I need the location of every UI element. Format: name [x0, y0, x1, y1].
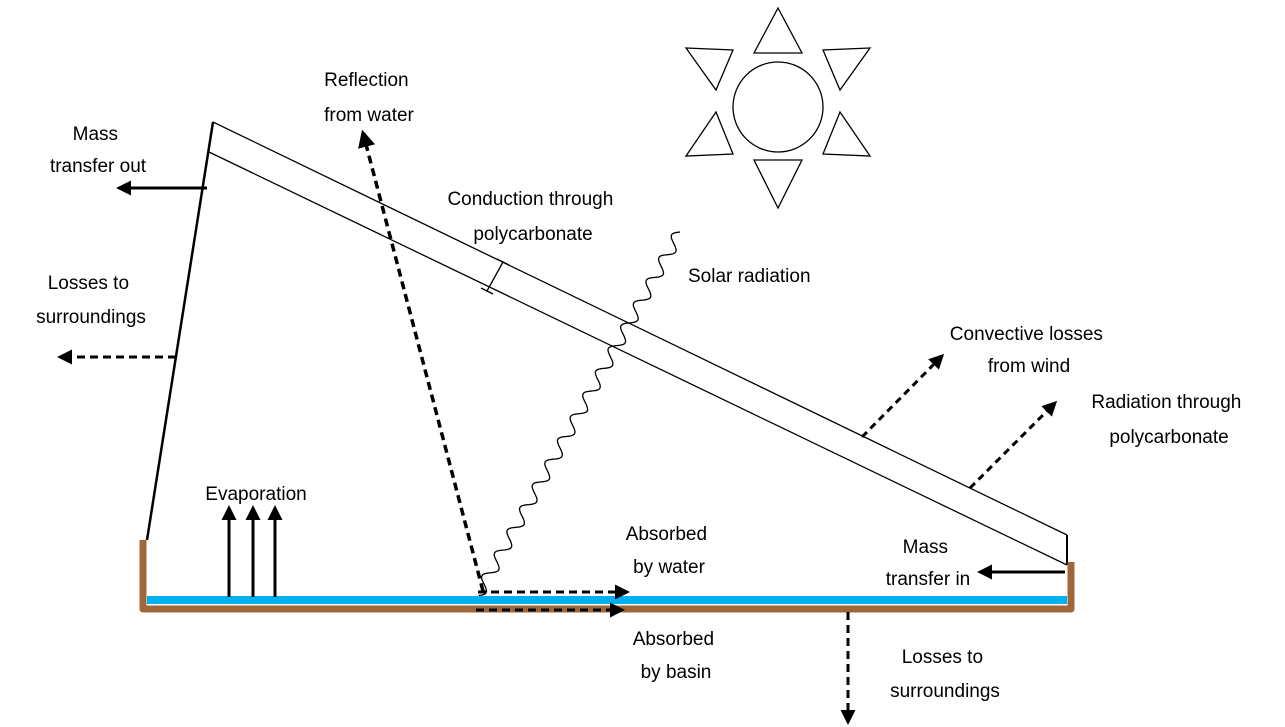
left-wall: [145, 121, 215, 541]
losses-left-label: Losses to surroundings: [36, 273, 146, 328]
sun-icon: [684, 6, 872, 210]
evaporation-label: Evaporation: [205, 484, 306, 505]
still-frame: [145, 121, 1068, 566]
cover-bottom-edge: [208, 151, 1068, 566]
reflection-arrow: [358, 129, 485, 592]
losses-bottom-label: Losses to surroundings: [890, 647, 1000, 702]
absorbed-water-label: Absorbed by water: [626, 524, 713, 578]
convective-arrow: [860, 353, 945, 439]
absorbed-basin-label: Absorbed by basin: [633, 629, 720, 683]
cover-top-edge: [212, 121, 1068, 536]
solar-radiation-label: Solar radiation: [688, 266, 811, 287]
conduction-marker: [480, 258, 510, 295]
reflection-label: Reflection from water: [324, 70, 414, 126]
mass-transfer-in-label: Mass transfer in: [886, 537, 970, 590]
solar-radiation-ray: [478, 231, 681, 597]
radiation-poly-label: Radiation through polycarbonate: [1091, 392, 1246, 448]
mass-transfer-out-label: Mass transfer out: [50, 124, 147, 177]
evaporation-arrows: [221, 505, 283, 597]
conduction-label: Conduction through polycarbonate: [447, 189, 618, 245]
convective-label: Convective losses from wind: [950, 324, 1108, 377]
radiation-poly-arrow: [968, 400, 1058, 490]
